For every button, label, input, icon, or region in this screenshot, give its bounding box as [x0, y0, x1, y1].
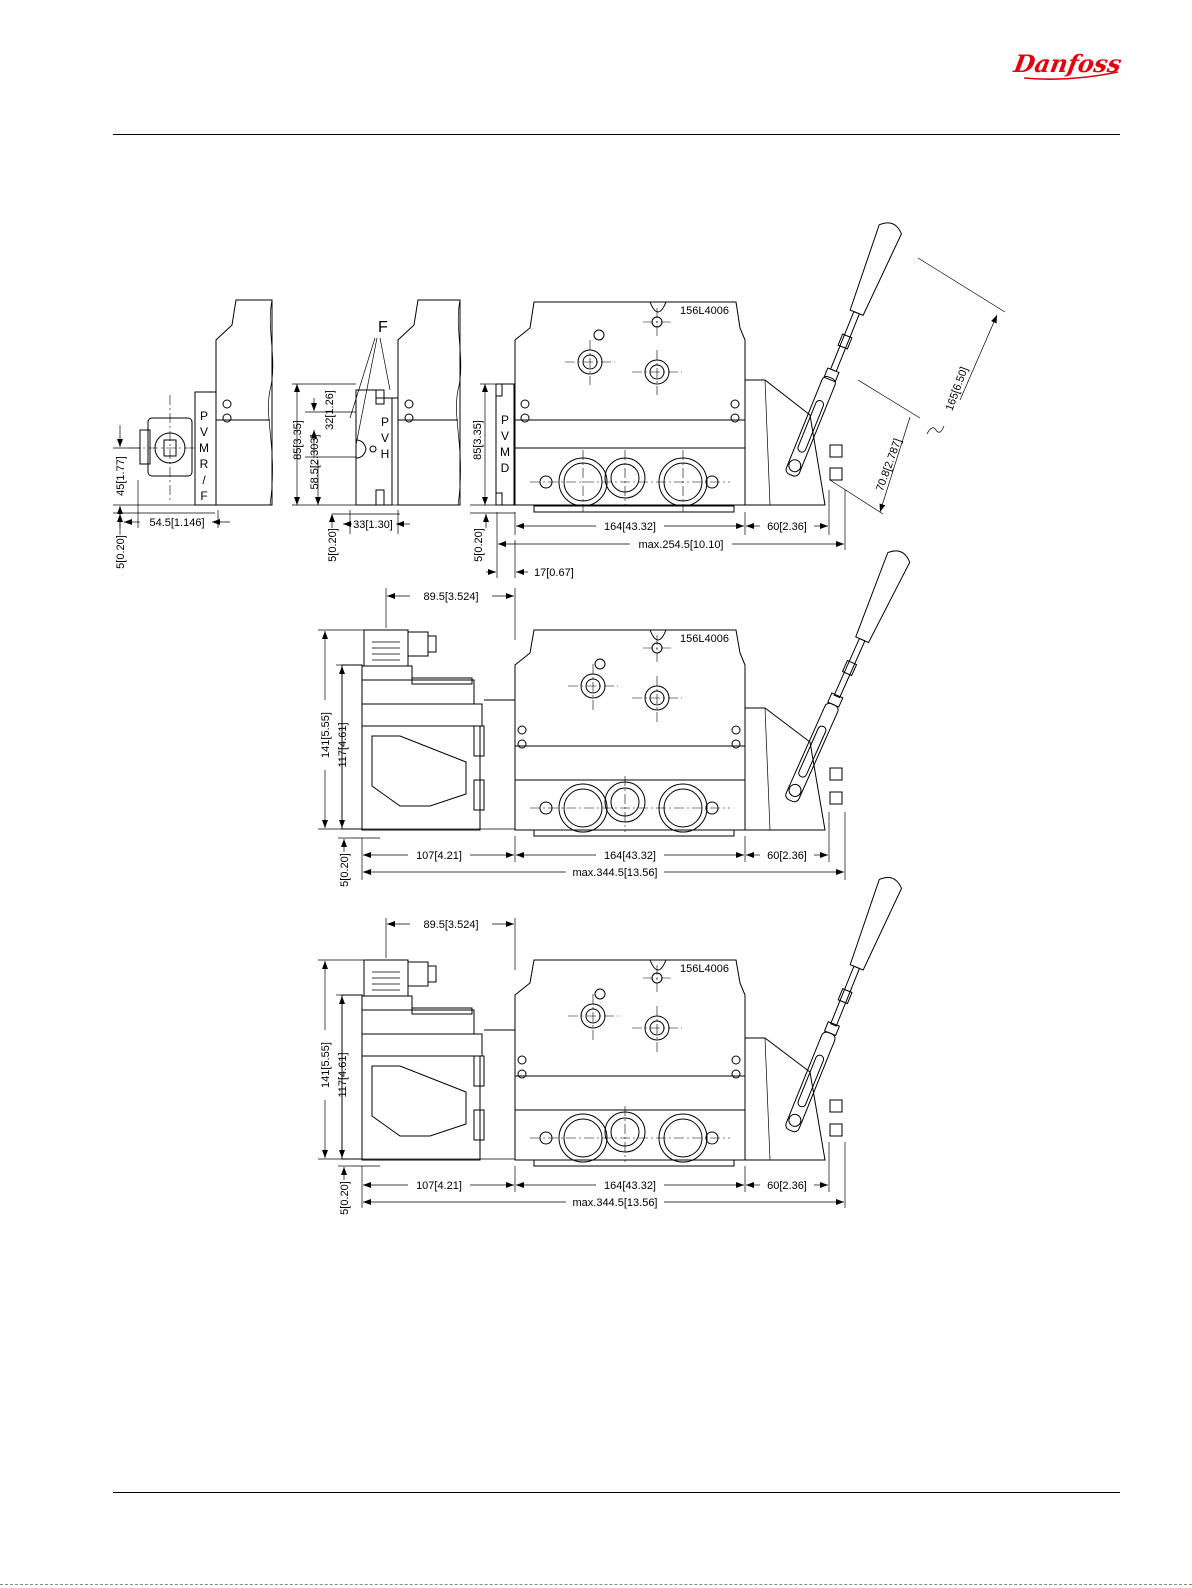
- dim-164-top: 164[43.32]: [604, 521, 656, 533]
- dim-54-5: 54.5[1.146]: [149, 517, 204, 529]
- pvh-letter-p: P: [381, 415, 389, 429]
- dim-32: 32[1.26]: [324, 390, 336, 430]
- pvh-module: P V H F 85[3.35] 32[1.26] 58.5[2.303] 5[…: [292, 299, 462, 562]
- dim-165: 165[6.50]: [944, 365, 971, 412]
- dim-89-5-bot: 89.5[3.524]: [423, 919, 478, 931]
- dim-60-mid: 60[2.36]: [767, 850, 807, 862]
- pvmd-letter-d: D: [501, 461, 510, 475]
- part-no-bottom: 156L4006: [680, 963, 729, 975]
- dim-5-mid: 5[0.20]: [339, 853, 351, 887]
- dim-max-344-5-mid: max.344.5[13.56]: [572, 867, 657, 879]
- top-view: P V M R / F 45[1.77] 5[0.20] 54.5[1.146]: [113, 222, 1006, 579]
- dim-33: 33[1.30]: [353, 519, 393, 531]
- dim-5-c: 5[0.20]: [473, 528, 485, 562]
- pvh-letter-v: V: [381, 431, 389, 445]
- dim-141-mid: 141[5.55]: [320, 712, 332, 758]
- dim-117-mid: 117[4.61]: [337, 722, 349, 767]
- dim-117-bot: 117[4.61]: [337, 1052, 349, 1097]
- dim-85-pvh: 85[3.35]: [292, 420, 304, 460]
- dim-max-344-5-bot: max.344.5[13.56]: [572, 1197, 657, 1209]
- dim-164-mid: 164[43.32]: [604, 850, 656, 862]
- pvmr-letter-m: M: [199, 441, 209, 455]
- dim-58-5: 58.5[2.303]: [309, 434, 321, 489]
- pvmr-letter-v: V: [200, 425, 208, 439]
- page-bottom-edge: [0, 1584, 1192, 1585]
- dim-164-bot: 164[43.32]: [604, 1180, 656, 1192]
- dim-85-pvmd: 85[3.35]: [472, 420, 484, 460]
- part-no-middle: 156L4006: [680, 633, 729, 645]
- pvmr-module: P V M R / F 45[1.77] 5[0.20] 54.5[1.146]: [113, 299, 274, 569]
- dim-60-top: 60[2.36]: [767, 521, 807, 533]
- dim-70-8: 70.8[2.787]: [874, 437, 904, 493]
- dim-141-bot: 141[5.55]: [320, 1042, 332, 1088]
- middle-view: 156L4006 89.5[3.524]: [318, 550, 911, 887]
- part-no-top: 156L4006: [680, 305, 729, 317]
- header-rule: [113, 134, 1120, 135]
- pvmd-letter-m: M: [500, 445, 510, 459]
- dim-17: 17[0.67]: [534, 567, 574, 579]
- dim-5-b: 5[0.20]: [327, 528, 339, 562]
- pvmr-letter-r: R: [200, 457, 209, 471]
- dim-5-bot: 5[0.20]: [339, 1181, 351, 1215]
- dim-89-5-mid: 89.5[3.524]: [423, 591, 478, 603]
- dim-107-bot: 107[4.21]: [416, 1180, 462, 1192]
- dim-max-254-5: max.254.5[10.10]: [638, 539, 723, 551]
- danfoss-logo: Danfoss: [1011, 49, 1125, 80]
- dim-45: 45[1.77]: [115, 456, 127, 496]
- pvmd-letter-v: V: [501, 429, 509, 443]
- svg-text:Danfoss: Danfoss: [1011, 49, 1125, 78]
- dim-5-a: 5[0.20]: [115, 535, 127, 569]
- pvmd-module: P V M D 156L4006: [470, 222, 1006, 579]
- pvh-letter-h: H: [381, 447, 390, 461]
- footer-rule: [113, 1492, 1120, 1493]
- pvmr-letter-p: P: [200, 409, 208, 423]
- callout-f: F: [378, 319, 388, 336]
- pvmr-letter-slash: /: [202, 473, 206, 487]
- dim-60-bot: 60[2.36]: [767, 1180, 807, 1192]
- pvmd-letter-p: P: [501, 413, 509, 427]
- bottom-view: 156L4006 89.5[3.524]: [318, 877, 903, 1215]
- pvmr-letter-f: F: [200, 489, 207, 503]
- dim-107-mid: 107[4.21]: [416, 850, 462, 862]
